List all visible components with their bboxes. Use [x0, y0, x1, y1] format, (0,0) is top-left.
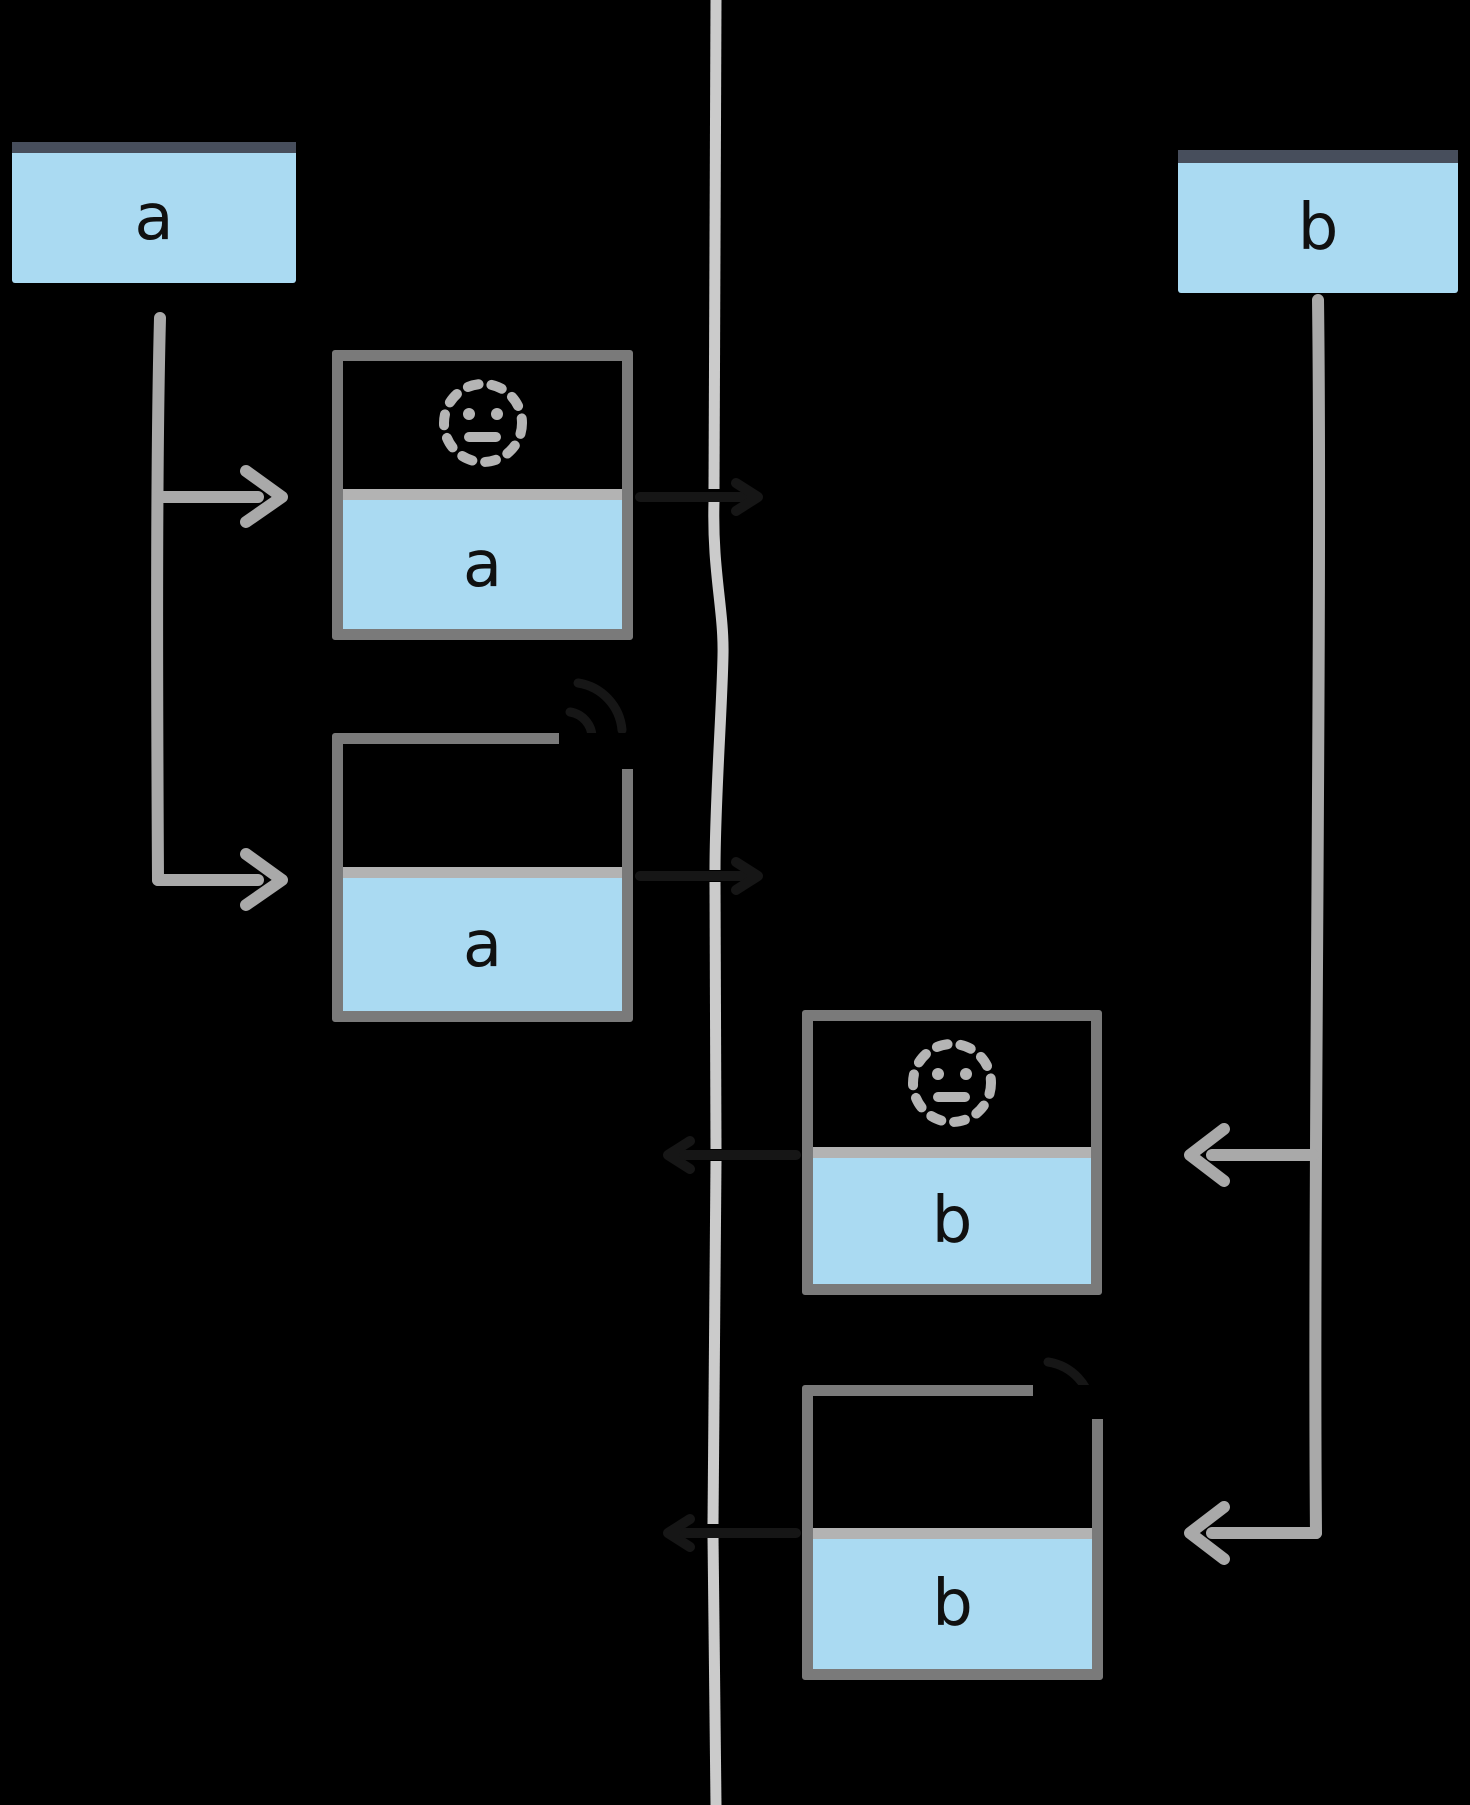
client-a-card: a	[12, 0, 296, 283]
divider	[813, 1528, 1092, 1539]
arrow-left-icon	[1184, 1123, 1230, 1187]
message-label: a	[462, 907, 503, 982]
client-b-header-bar	[1178, 150, 1458, 163]
client-a-label: a	[134, 181, 174, 255]
message-status-area	[813, 1021, 1091, 1147]
divider	[813, 1147, 1091, 1158]
arrow-right-icon	[240, 848, 288, 911]
server-timeline	[707, 0, 729, 1805]
message-arrows	[635, 478, 801, 1552]
message-label: a	[462, 527, 503, 602]
message-box-b-pending: b	[802, 1010, 1102, 1295]
border-gap	[1092, 1385, 1103, 1419]
border-gap	[622, 733, 633, 769]
message-box-b-confirmed: b	[802, 1385, 1103, 1680]
message-box-a-confirmed: a	[332, 733, 633, 1022]
message-label: b	[931, 1184, 973, 1258]
message-status-area	[343, 744, 622, 867]
dashed-smiley-icon	[438, 379, 527, 467]
message-label: b	[932, 1567, 973, 1641]
client-b-connector	[1184, 294, 1326, 1565]
border-gap	[1033, 1385, 1103, 1396]
client-a-connector	[151, 312, 288, 911]
divider	[343, 489, 622, 500]
message-value-area: a	[343, 500, 622, 629]
client-a-value: a	[12, 153, 296, 283]
client-b-label: b	[1297, 191, 1339, 265]
client-a-header	[12, 0, 296, 142]
message-value-area: b	[813, 1158, 1091, 1284]
client-b-value: b	[1178, 163, 1458, 293]
dashed-smiley-icon	[908, 1039, 996, 1127]
arrow-left-icon	[1184, 1501, 1230, 1565]
divider	[343, 867, 622, 878]
client-a-header-bar	[12, 142, 296, 153]
border-gap	[559, 733, 633, 744]
message-box-a-pending: a	[332, 350, 633, 640]
arrow-right-icon	[240, 465, 288, 528]
message-status-area	[813, 1396, 1092, 1528]
client-b-header	[1178, 0, 1458, 150]
client-b-card: b	[1178, 0, 1458, 293]
message-value-area: a	[343, 878, 622, 1011]
message-status-area	[343, 361, 622, 489]
message-value-area: b	[813, 1539, 1092, 1669]
